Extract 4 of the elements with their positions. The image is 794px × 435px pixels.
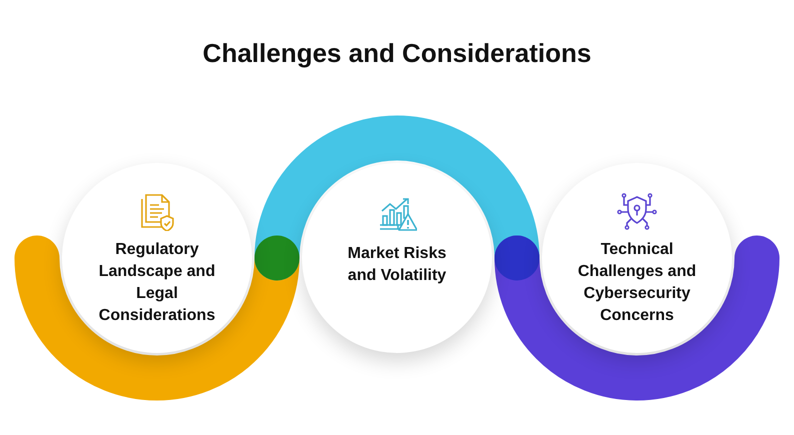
node-label: Market Risks and Volatility (346, 244, 448, 286)
title: Challenges and Considerations (202, 38, 592, 68)
node-label: Technical Challenges and Cybersecurity Concerns (576, 240, 698, 326)
node-label: Regulatory Landscape and Legal Considerations (98, 240, 216, 326)
